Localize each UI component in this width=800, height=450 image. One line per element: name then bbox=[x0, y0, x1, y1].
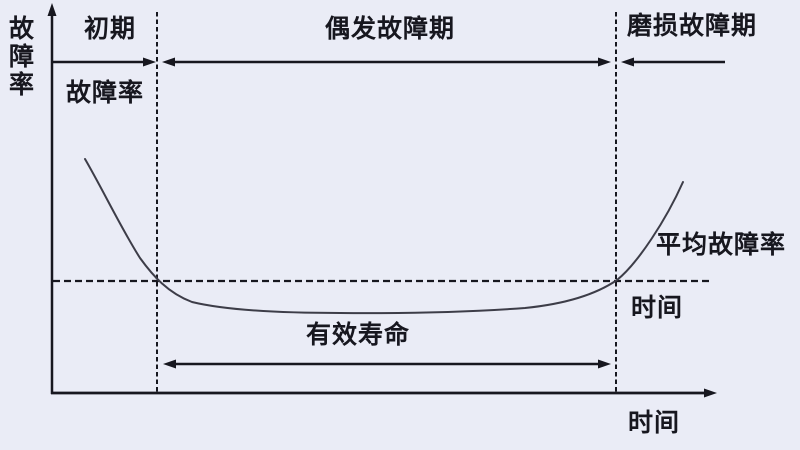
random-period-span-arrow bbox=[162, 57, 611, 67]
arrowhead-left-icon bbox=[621, 57, 634, 67]
y-axis-arrowhead-icon bbox=[47, 3, 57, 16]
label-random-failure-period: 偶发故障期 bbox=[325, 15, 456, 43]
x-axis bbox=[51, 388, 717, 398]
arrowhead-right-icon bbox=[598, 57, 611, 67]
arrowhead-right-icon bbox=[598, 359, 611, 369]
label-wearout-failure-period: 磨损故障期 bbox=[627, 12, 758, 40]
label-effective-life: 有效寿命 bbox=[306, 321, 411, 349]
wearout-period-span-arrow bbox=[621, 57, 725, 67]
label-average-failure-rate: 平均故障率 bbox=[656, 231, 787, 259]
label-failure-rate: 故障率 bbox=[66, 79, 145, 107]
y-axis-title: 故障率 bbox=[5, 15, 34, 99]
x-axis-arrowhead-icon bbox=[704, 388, 717, 398]
label-early-period: 初期 bbox=[84, 15, 137, 43]
arrowhead-left-icon bbox=[163, 359, 176, 369]
arrowhead-right-icon bbox=[143, 57, 156, 67]
effective-life-span-arrow bbox=[163, 359, 611, 369]
failure-rate-curve bbox=[84, 158, 684, 315]
y-axis bbox=[47, 3, 57, 394]
arrowhead-left-icon bbox=[162, 57, 175, 67]
x-axis-title: 时间 bbox=[628, 409, 681, 437]
early-period-span-arrow bbox=[53, 57, 156, 67]
label-time-at-average-line: 时间 bbox=[631, 294, 684, 322]
